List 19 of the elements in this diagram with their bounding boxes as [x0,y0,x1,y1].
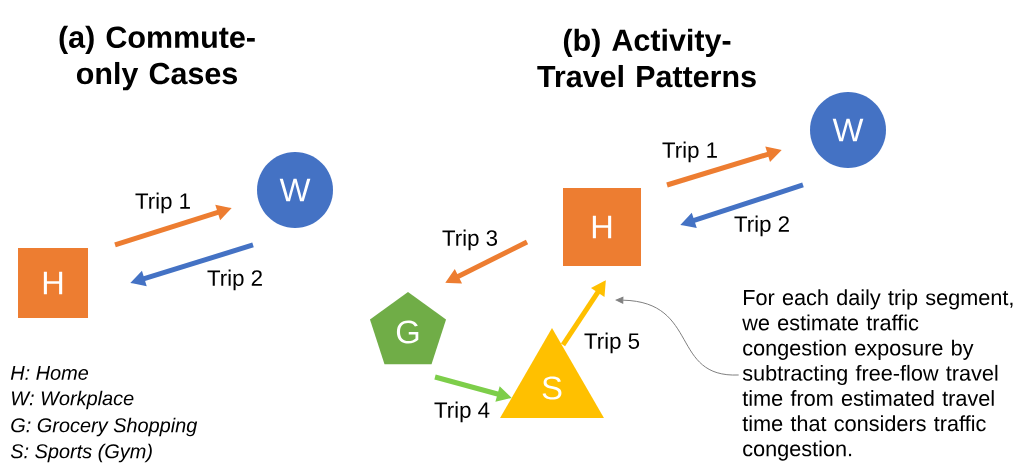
edge-label: Trip 3 [440,228,500,252]
circle-node: W [810,92,886,168]
edge-label: Trip 1 [133,191,193,215]
leader-arrow [615,296,740,376]
key-entry: S: Sports (Gym) [10,443,152,463]
key-entry: W: Workplace [11,390,134,410]
heading: (b) Activity-Travel Patterns [537,28,756,88]
edge-label: Trip 2 [205,268,265,292]
square-node: H [563,188,641,266]
edge-label: Trip 1 [660,140,720,164]
pentagon-node: G [369,292,447,365]
edge-label: Trip 2 [732,214,792,238]
key-entry: G: Grocery Shopping [11,417,198,437]
annotation-text: For each daily trip segment, we estimate traffic congestion exposure by subtracting free-flow travel time from estimated travel time that considers traffic congestion. [742,289,1013,461]
key-entry: H: Home [10,366,89,380]
circle-node: W [257,152,333,228]
edge-label: Trip 4 [432,400,492,424]
heading: (a) Commute-only Cases [59,25,255,91]
square-node: H [18,248,88,318]
